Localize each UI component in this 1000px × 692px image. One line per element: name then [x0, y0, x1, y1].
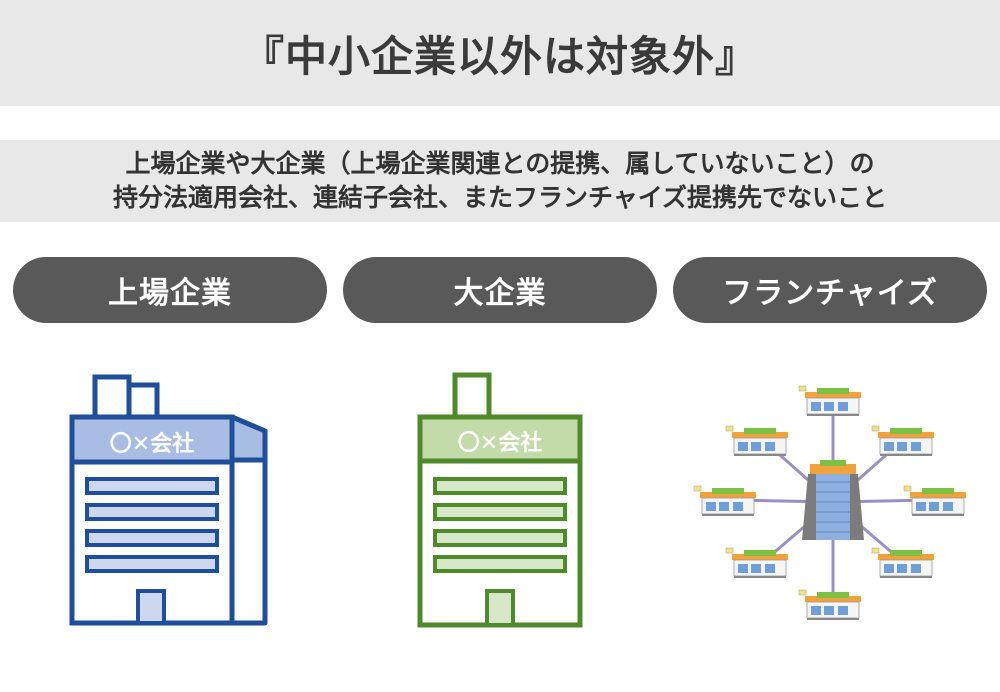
title-band: 『中小企業以外は対象外』 — [0, 0, 1000, 106]
description-line-2: 持分法適用会社、連結子会社、またフランチャイズ提携先でないこと — [112, 183, 887, 212]
franchise-store-icon — [871, 425, 935, 457]
description-band: 上場企業や大企業（上場企業関連との提携、属していないこと）の 持分法適用会社、連… — [0, 140, 1000, 222]
category-pill-franchise: フランチャイズ — [673, 257, 987, 323]
franchise-store-icon — [903, 485, 967, 517]
franchise-store-icon — [798, 385, 862, 417]
franchise-hq-tower — [802, 460, 864, 540]
franchise-store-icon — [725, 425, 789, 457]
large-building-sign: 〇✕会社 — [458, 430, 542, 456]
large-company-building-icon: 〇✕会社 — [417, 372, 583, 628]
listed-building-sign: 〇✕会社 — [110, 431, 194, 457]
franchise-store-icon — [693, 485, 757, 517]
franchise-store-icon — [798, 589, 862, 621]
franchise-store-icon — [725, 547, 789, 579]
description-line-1: 上場企業や大企業（上場企業関連との提携、属していないこと）の — [125, 149, 875, 178]
page-title: 『中小企業以外は対象外』 — [241, 31, 758, 81]
listed-company-building-icon: 〇✕会社 — [69, 374, 268, 626]
franchise-network-icon — [693, 385, 967, 621]
category-pill-listed: 上場企業 — [13, 257, 327, 323]
category-pill-large: 大企業 — [343, 257, 657, 323]
franchise-store-icon — [871, 547, 935, 579]
